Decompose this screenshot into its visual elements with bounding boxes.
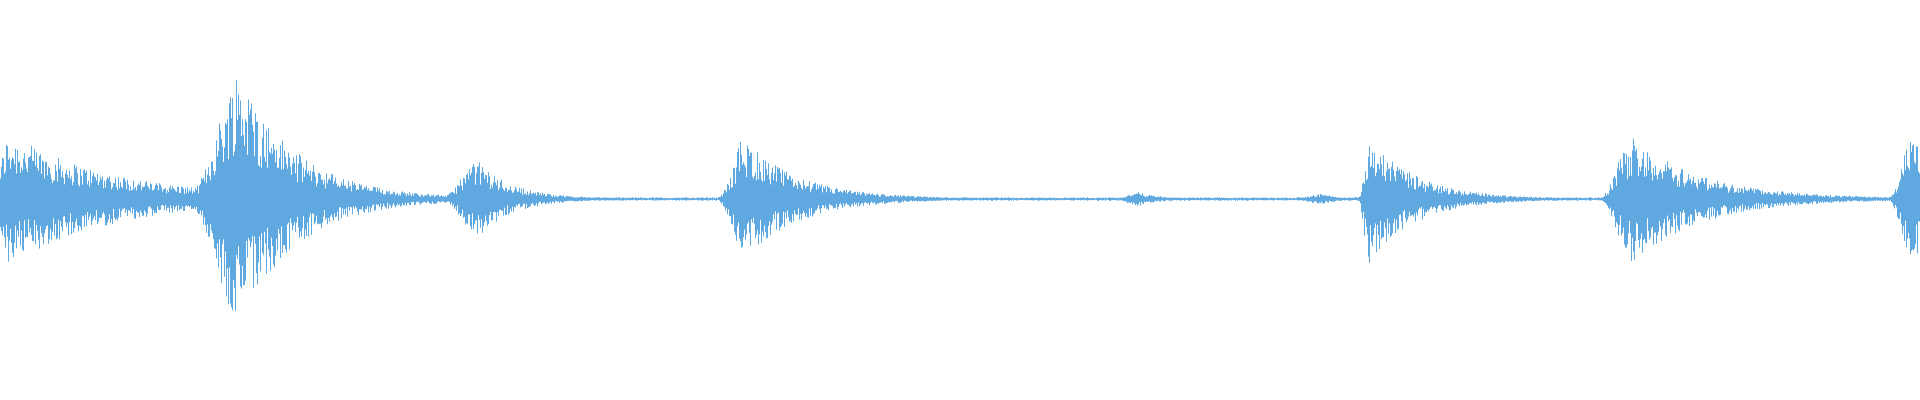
waveform-amplitude-path	[0, 80, 1920, 312]
waveform-samples	[0, 80, 1920, 312]
